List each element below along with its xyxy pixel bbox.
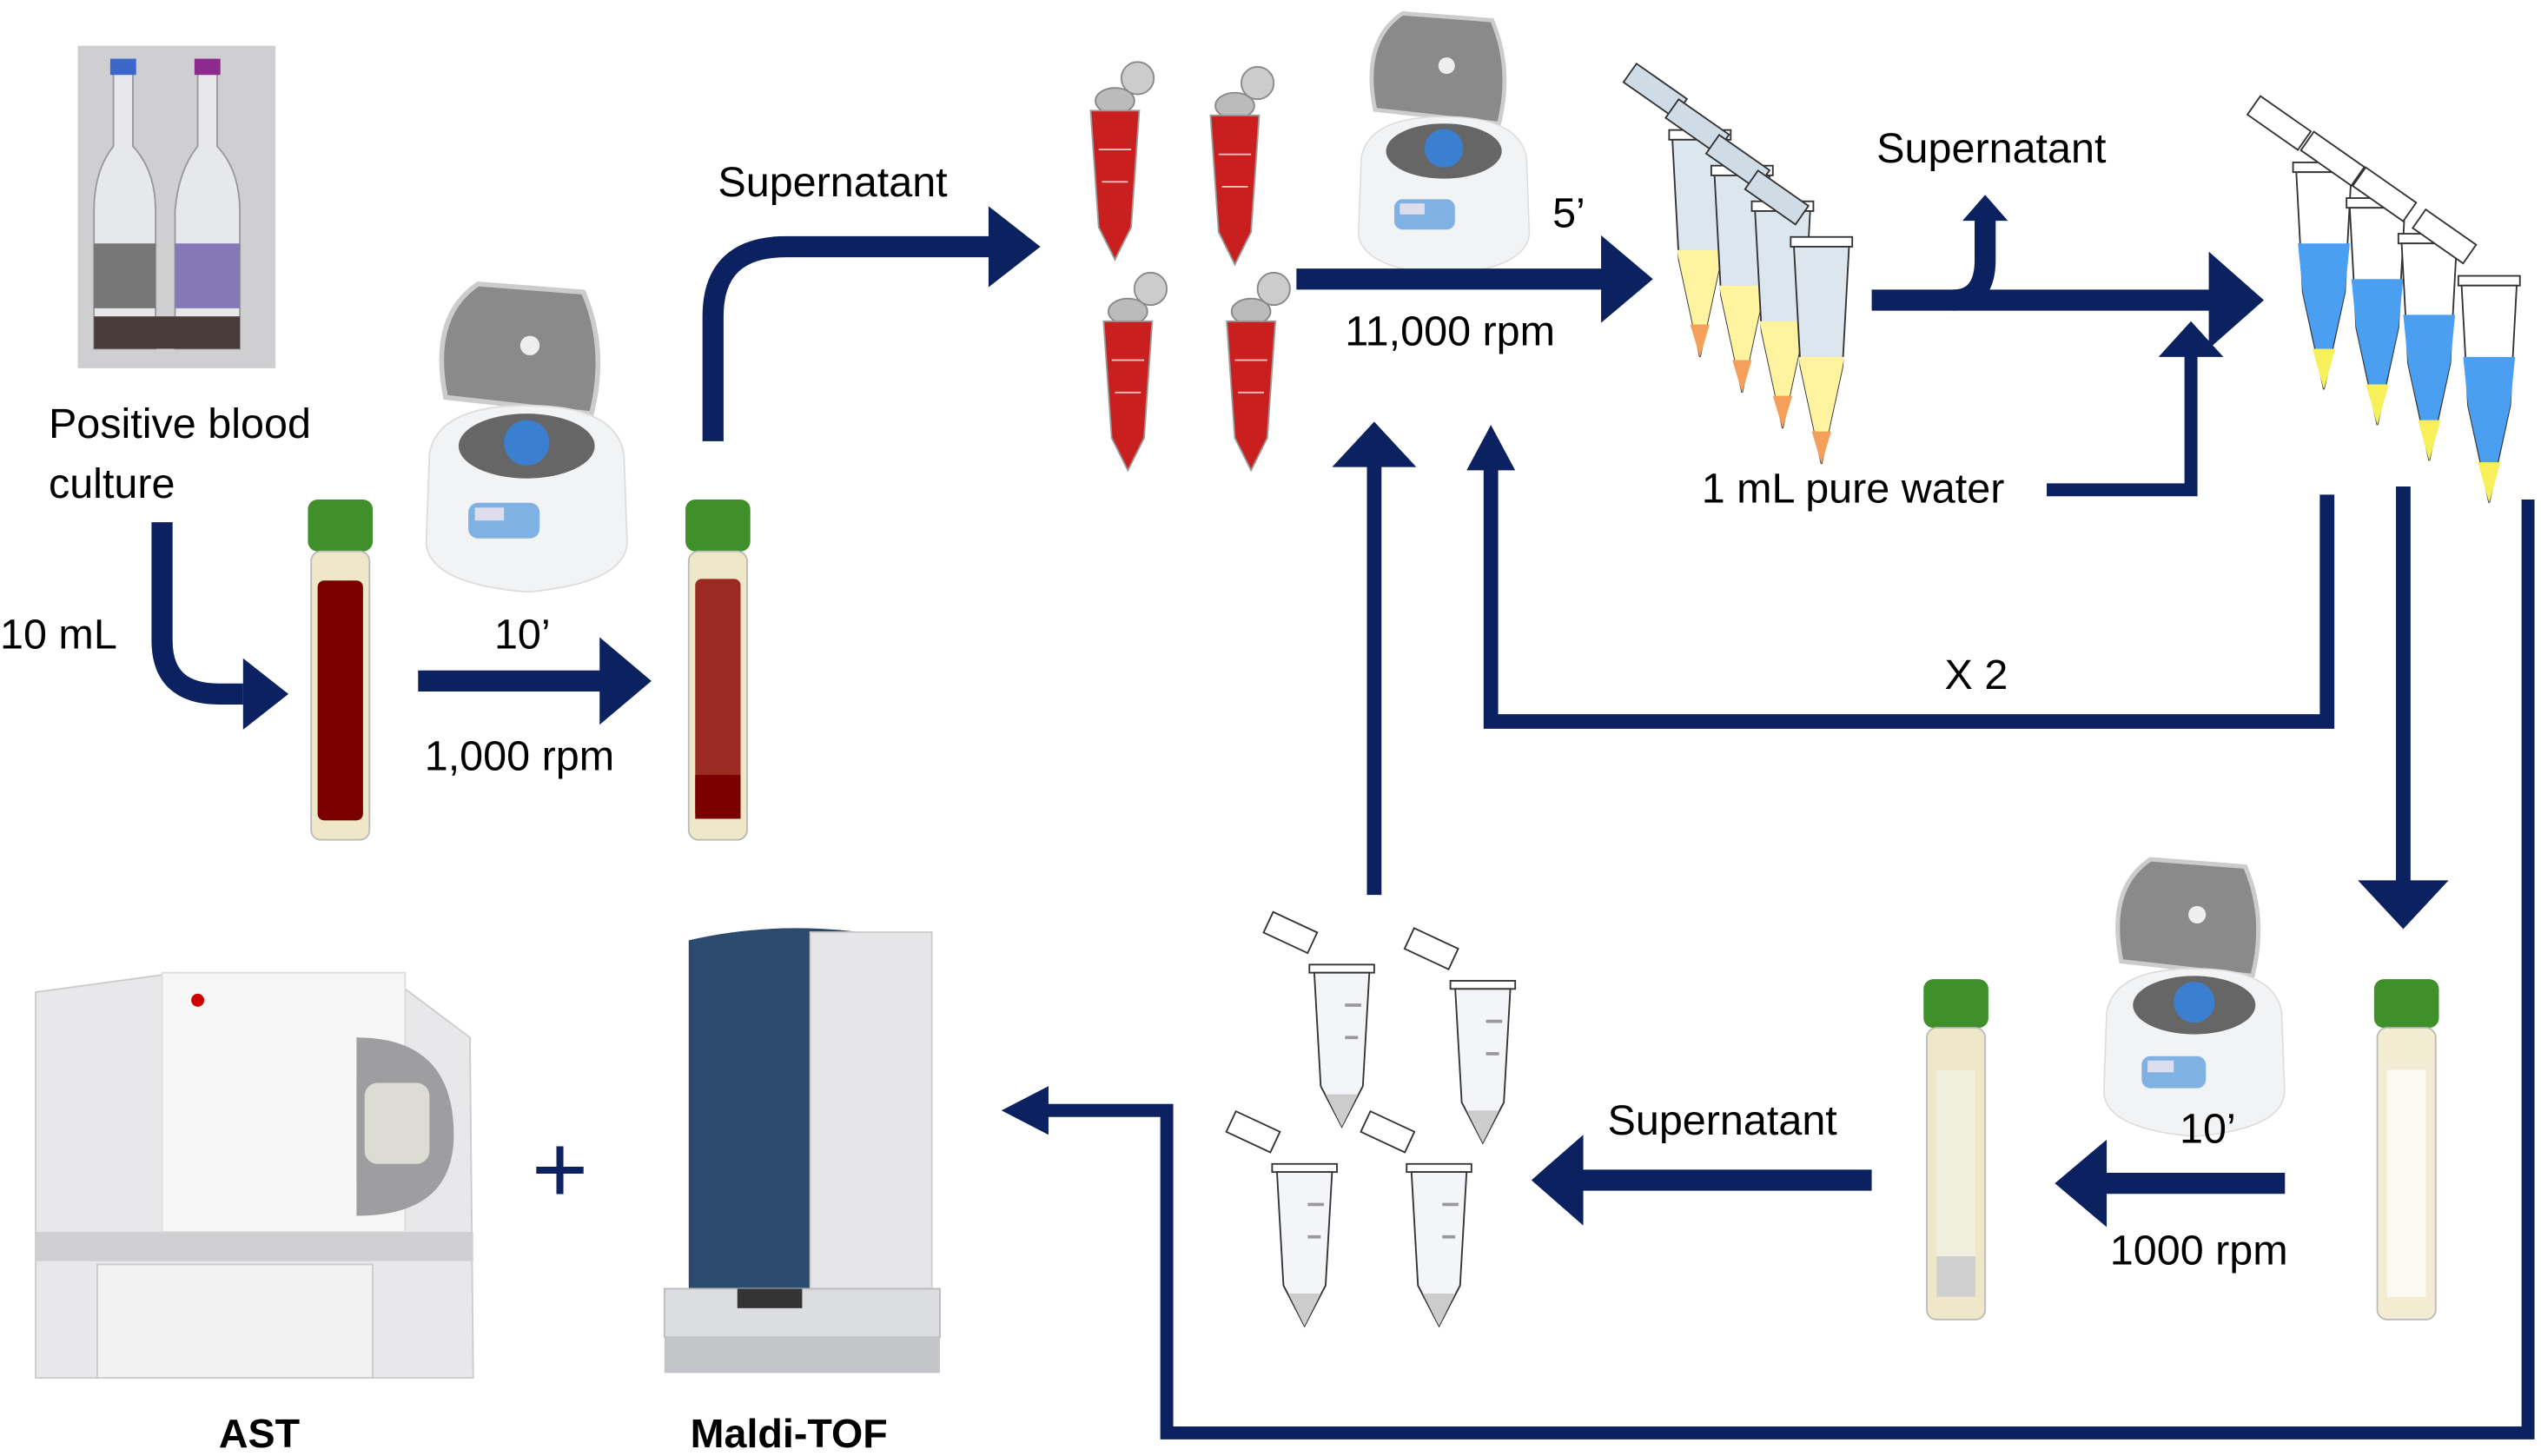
spin1-time-label: 10’	[494, 612, 551, 659]
spin2-speed-label: 11,000 rpm	[1345, 308, 1555, 355]
arrow-up-to-red-tubes	[1332, 421, 1417, 896]
red-tubes-group	[1089, 61, 1291, 472]
arrow-down-to-tube	[2358, 486, 2449, 930]
positive-blood-culture-label-line2: culture	[49, 460, 175, 507]
arrow-wash	[1871, 195, 2265, 349]
arrow-to-maldi	[1001, 499, 2535, 1439]
centrifuge-icon	[2104, 859, 2285, 1136]
supernatant-label-2: Supernatant	[1876, 125, 2107, 172]
maldi-tof-label: Maldi-TOF	[691, 1411, 888, 1456]
supernatant-label-3: Supernatant	[1608, 1097, 1838, 1144]
arrow-centrifuge-1	[418, 637, 652, 725]
blue-tubes-group	[2247, 95, 2521, 504]
arrow-to-tube	[151, 522, 289, 730]
positive-blood-culture-label: Positive blood	[49, 400, 311, 447]
centrifuge-icon	[1359, 13, 1530, 275]
supernatant-label-1: Supernatant	[718, 159, 948, 206]
tube-3	[2373, 979, 2439, 1320]
spin3-speed-label: 1000 rpm	[2110, 1227, 2288, 1274]
repeat-label: X 2	[1945, 652, 2008, 698]
yellow-tubes-group	[1622, 63, 1854, 465]
maldi-tof-instrument	[663, 928, 941, 1373]
water-label: 1 mL pure water	[1702, 466, 2005, 513]
blood-culture-bottles-photo	[77, 45, 276, 368]
arrow-repeat-loop	[1466, 425, 2335, 729]
arrow-centrifuge-3	[2055, 1139, 2286, 1228]
arrow-supernatant-3	[1531, 1135, 1872, 1226]
ast-instrument	[35, 971, 474, 1379]
spin2-time-label: 5’	[1552, 190, 1585, 237]
ast-label: AST	[219, 1411, 300, 1456]
arrow-centrifuge-2	[1296, 235, 1653, 323]
volume-label: 10 mL	[0, 612, 117, 659]
blood-tube-2	[685, 499, 751, 841]
spin3-time-label: 10’	[2180, 1106, 2236, 1153]
plus-sign: +	[532, 1115, 588, 1224]
arrow-supernatant-1	[702, 206, 1041, 441]
blood-tube-1	[307, 499, 374, 841]
centrifuge-icon	[427, 284, 627, 592]
empty-tubes-group	[1224, 910, 1518, 1328]
spin1-speed-label: 1,000 rpm	[425, 733, 614, 780]
tube-4	[1923, 979, 1988, 1320]
arrow-water	[2047, 321, 2224, 497]
